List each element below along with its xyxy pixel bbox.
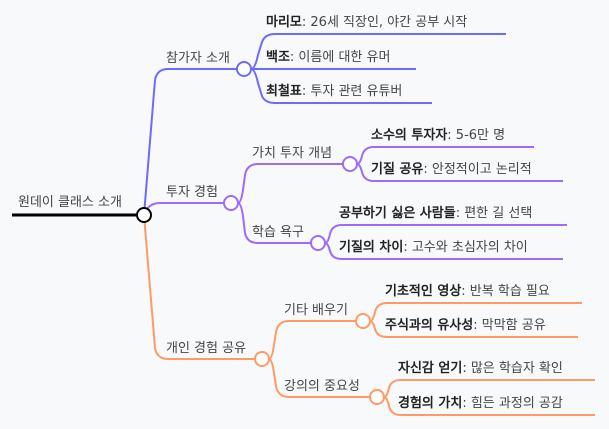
leaf-item: 경험의 가치: 힘든 과정의 공감: [398, 395, 563, 411]
leaf-item: 기초적인 영상: 반복 학습 필요: [385, 283, 550, 299]
connector: [324, 242, 563, 260]
connector: [237, 202, 311, 244]
connector: [268, 320, 356, 360]
branch-node[interactable]: [223, 195, 239, 211]
connector: [369, 302, 582, 322]
connector: [356, 146, 534, 165]
leaf-item: 마리모: 26세 직장인, 야간 공부 시작: [266, 14, 467, 30]
subbranch-label: 기타 배우기: [284, 303, 348, 318]
connector: [143, 214, 255, 360]
connector: [250, 33, 506, 70]
root-label: 원데이 클래스 소개: [18, 195, 122, 210]
connector: [324, 224, 567, 244]
connector: [143, 202, 224, 216]
subbranch-node[interactable]: [369, 389, 385, 405]
branch-label: 참가자 소개: [166, 51, 230, 66]
connector: [237, 163, 343, 204]
connector: [383, 396, 595, 416]
branch-label: 투자 경험: [166, 185, 218, 200]
connector: [268, 358, 370, 398]
connector: [143, 68, 237, 216]
branch-personal: [143, 214, 595, 416]
root-node[interactable]: [136, 207, 152, 223]
leaf-item: 기질 공유: 안정적이고 논리적: [371, 162, 532, 177]
branch-node[interactable]: [236, 61, 252, 77]
subbranch-node[interactable]: [342, 156, 358, 172]
leaf-item: 공부하기 싫은 사람들: 편한 길 선택: [339, 205, 532, 221]
connector: [383, 379, 595, 398]
leaf-item: 기질의 차이: 고수와 초심자의 차이: [339, 239, 528, 255]
subbranch-node[interactable]: [310, 235, 326, 251]
leaf-item: 최철표: 투자 관련 유튜버: [266, 83, 402, 99]
connector: [356, 163, 563, 182]
branch-label: 개인 경험 공유: [166, 341, 246, 356]
connector: [369, 320, 578, 338]
branch-investment: [143, 146, 567, 260]
branch-participants: [143, 33, 506, 216]
subbranch-label: 강의의 중요성: [284, 379, 360, 394]
subbranch-node[interactable]: [355, 313, 371, 329]
leaf-item: 자신감 얻기: 많은 학습자 확인: [398, 361, 563, 376]
leaf-item: 소수의 투자자: 5-6만 명: [371, 127, 505, 143]
branch-node[interactable]: [254, 351, 270, 367]
subbranch-label: 학습 욕구: [252, 225, 304, 240]
connector: [250, 68, 432, 104]
subbranch-label: 가치 투자 개념: [252, 146, 332, 161]
leaf-item: 주식과의 유사성: 막막함 공유: [385, 317, 546, 333]
leaf-item: 백조: 이름에 대한 유머: [266, 50, 390, 65]
